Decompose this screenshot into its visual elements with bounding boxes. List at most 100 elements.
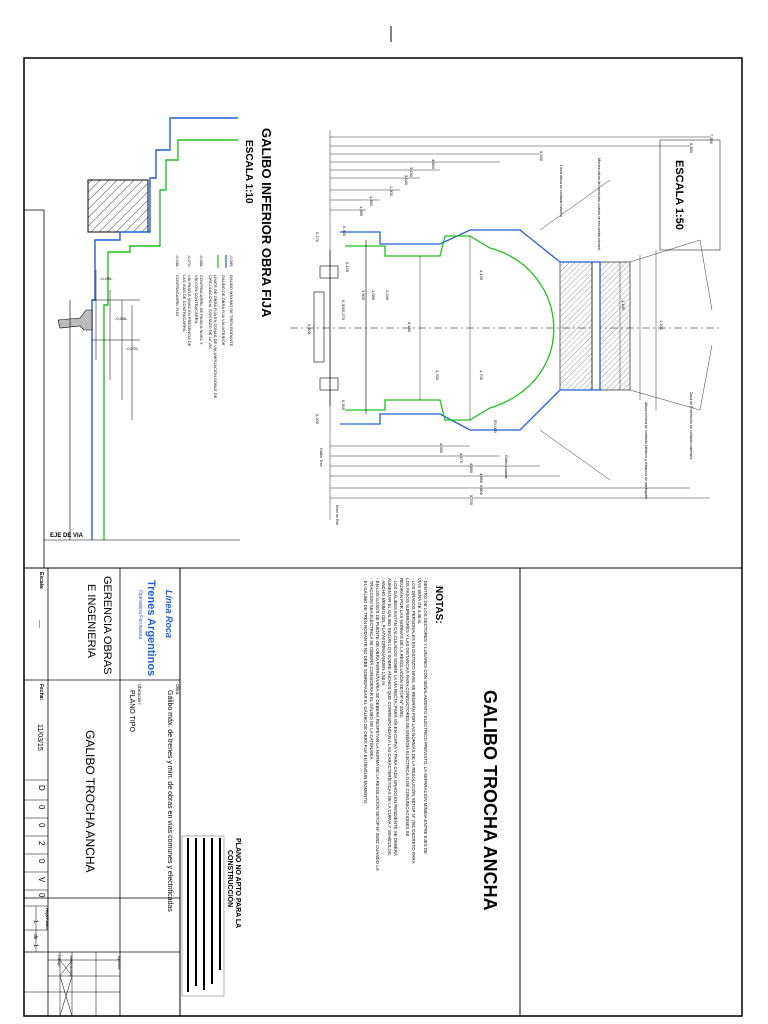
svg-text:6,650: 6,650: [689, 143, 694, 154]
svg-text:- ANCHO MÍNIMO DEL PLATAFORMA/: - ANCHO MÍNIMO DEL PLATAFORMA/ANDÉN 1,50…: [381, 578, 386, 686]
logo-brand: Trenes Argentinos: [145, 580, 157, 676]
svg-text:1,100: 1,100: [659, 320, 664, 331]
main-drawing-scale: ESCALA 1:50: [673, 160, 685, 230]
obra-label: Obra:: [175, 684, 180, 695]
svg-text:0,125: 0,125: [345, 262, 350, 273]
rail-profile: [57, 309, 93, 331]
svg-text:Aprobó:: Aprobó:: [117, 956, 122, 970]
svg-text:Gálibo rodante: Gálibo rodante: [504, 455, 508, 479]
svg-text:V: V: [37, 877, 46, 883]
notes-list: - DENTRO DE LOS SECTORES Y LUGARES CON S…: [363, 578, 428, 871]
svg-text:LAS VÍAS DE CONTRACARRIL: LAS VÍAS DE CONTRACARRIL: [182, 275, 187, 333]
svg-text:0: 0: [37, 823, 46, 828]
svg-text:1,350: 1,350: [369, 196, 374, 207]
notes-title: NOTAS:: [433, 586, 444, 624]
svg-text:- TRACCIÓN SEA ELÉCTRICA SE DE: - TRACCIÓN SEA ELÉCTRICA SE DEBERÁ CONSI…: [369, 578, 374, 761]
notes-block: GALIBO TROCHA ANCHA NOTAS: - DENTRO DE L…: [363, 578, 500, 911]
svg-text:1,160: 1,160: [621, 300, 626, 311]
title-block: Línea Roca Trenes Argentinos Operadora F…: [24, 568, 241, 1017]
fecha-value: 11/03/15: [36, 724, 43, 751]
logo-line: Línea Roca: [164, 590, 174, 638]
svg-text:5,700: 5,700: [469, 495, 474, 506]
blue-fixed-structure-outline: [340, 229, 601, 431]
svg-text:4,850: 4,850: [469, 463, 474, 474]
left-detail: -0,095- -0,058- -0,070- GALIBO INFERIOR …: [44, 117, 274, 541]
left-detail-title: GALIBO INFERIOR OBRA FIJA: [259, 128, 274, 318]
svg-text:0,300: 0,300: [341, 400, 346, 411]
svg-text:5,800: 5,800: [479, 485, 484, 496]
track-axis-label: EJE DE VIA: [50, 533, 84, 539]
escala-value: ----: [36, 620, 42, 628]
main-title: GALIBO TROCHA ANCHA: [480, 690, 500, 911]
svg-text:4,470: 4,470: [459, 453, 464, 464]
svg-text:Nivel de Riel: Nivel de Riel: [335, 505, 339, 525]
green-rolling-gauge-line: [103, 139, 238, 540]
svg-text:4,850: 4,850: [431, 159, 436, 170]
svg-text:LÍMITE DE OBRA FIJA EN ZONAS D: LÍMITE DE OBRA FIJA EN ZONAS DE VÍA AMPL…: [213, 275, 218, 399]
fecha-label: Fecha:: [38, 684, 44, 700]
svg-text:-0,095-: -0,095-: [229, 255, 234, 268]
svg-text:Gálibo Tren: Gálibo Tren: [319, 448, 323, 467]
svg-text:REGIRÁN POR LAS NORMAS DE LA R: REGIRÁN POR LAS NORMAS DE LA RESOLUCIÓN …: [399, 578, 404, 718]
svg-text:0: 0: [37, 805, 46, 810]
svg-text:- LOS GALIBOS ESTÁN CALCULADOS: - LOS GALIBOS ESTÁN CALCULADOS SOBRE LA …: [393, 578, 398, 856]
svg-text:CONTRACARRIL DE PASO A NIVEL Y: CONTRACARRIL DE PASO A NIVEL Y: [199, 275, 204, 345]
svg-text:Hoja/Plano:: Hoja/Plano:: [45, 908, 50, 930]
svg-text:1,700: 1,700: [435, 370, 440, 381]
svg-text:1,245: 1,245: [385, 290, 390, 301]
logo-sub: Operadora Ferroviaria: [137, 590, 143, 639]
escala-label: Escala:: [38, 572, 44, 590]
svg-text:0: 0: [37, 859, 46, 864]
svg-text:Mínima altura del conductor cu: Mínima altura del conductor cuando se en…: [597, 158, 601, 251]
left-legend: -0,095- GALIBO MÁXIMO DE TREN RODANTE GA…: [175, 255, 234, 399]
svg-text:CONSTRUCCIÓN: CONSTRUCCIÓN: [226, 850, 235, 907]
hatched-structure: [87, 179, 149, 233]
svg-text:D: D: [37, 785, 46, 791]
svg-text:5,186: 5,186: [407, 322, 412, 333]
svg-text:1: 1: [32, 944, 38, 948]
main-gauge-drawing: 7,550 6,650 5,950 4,850 3,190 3,040 2,30…: [290, 130, 721, 525]
svg-text:1,600: 1,600: [361, 290, 366, 301]
department-2: E INGENIERIA: [85, 584, 97, 659]
svg-text:VÍA CON CONTRACARRIL: VÍA CON CONTRACARRIL: [194, 275, 199, 325]
left-detail-scale: ESCALA 1:10: [243, 140, 254, 204]
svg-text:7,550: 7,550: [709, 134, 714, 145]
svg-text:0,305: 0,305: [307, 324, 312, 335]
svg-text:0: 0: [37, 893, 46, 898]
svg-text:3,040: 3,040: [404, 175, 409, 186]
svg-text:GALIBO DE OBRA FIJA VÍA INTERI: GALIBO DE OBRA FIJA VÍA INTERIOR: [221, 275, 226, 346]
svg-text:0,300: 0,300: [315, 414, 320, 425]
svg-text:- EN LOS CASOS DE PUENTE DE OB: - EN LOS CASOS DE PUENTE DE OBRA FERROVI…: [375, 578, 380, 871]
svg-text:Verificación:: Verificación:: [69, 955, 74, 977]
sheet-frame: [23, 57, 743, 1017]
svg-text:0,300: 0,300: [341, 300, 346, 311]
svg-text:4,350: 4,350: [439, 443, 444, 454]
svg-text:-0,058-: -0,058-: [199, 255, 204, 268]
svg-text:VÍAS SERÁ DE 4,30 m.: VÍAS SERÁ DE 4,30 m.: [417, 578, 422, 624]
svg-text:1: 1: [32, 920, 38, 924]
svg-text:- DENTRO DE LOS SECTORES Y LUG: - DENTRO DE LOS SECTORES Y LUGARES CON S…: [423, 578, 428, 854]
svg-text:VÍA PASO A NIVEL EN PRESENCIA: VÍA PASO A NIVEL EN PRESENCIA DE: [187, 275, 192, 347]
svg-text:2,300: 2,300: [389, 186, 394, 197]
svg-text:0,170: 0,170: [315, 232, 320, 243]
svg-text:PLANO NO APTO PARA LA: PLANO NO APTO PARA LA: [234, 838, 241, 928]
svg-text:Altura mínima de contacto eléc: Altura mínima de contacto eléctrico y di…: [644, 402, 648, 499]
svg-text:- LOS GRADOS PERSONALES EN DIS: - LOS GRADOS PERSONALES EN DISTINTO NIVE…: [411, 578, 416, 864]
green-rolling-stock-outline: [345, 235, 555, 421]
obra-value: Gálibo máx. de trenes y mín. de obras en…: [166, 690, 173, 912]
svg-text:R1,000: R1,000: [493, 420, 498, 434]
plan-title: GALIBO TROCHA ANCHA: [83, 730, 97, 872]
svg-text:de: de: [32, 934, 38, 940]
svg-text:1,700: 1,700: [479, 370, 484, 381]
svg-text:-0,038-: -0,038-: [175, 255, 180, 268]
ubicacion-value: PLANO TIPO: [128, 690, 135, 732]
warning-note: PLANO NO APTO PARA LA CONSTRUCCIÓN: [181, 835, 241, 997]
svg-text:0,270: 0,270: [341, 310, 346, 321]
svg-text:-0,095-: -0,095-: [100, 276, 113, 281]
svg-text:-0,058-: -0,058-: [115, 316, 128, 321]
svg-text:4,850: 4,850: [479, 473, 484, 484]
svg-text:AUMENTAR EL GÁLIBO SEGÚN LOS S: AUMENTAR EL GÁLIBO SEGÚN LOS SOBRE ANCHO…: [387, 578, 392, 856]
svg-text:Dibujó:: Dibujó:: [57, 955, 62, 967]
svg-text:CONTRACARRIL FIJO: CONTRACARRIL FIJO: [175, 275, 180, 316]
